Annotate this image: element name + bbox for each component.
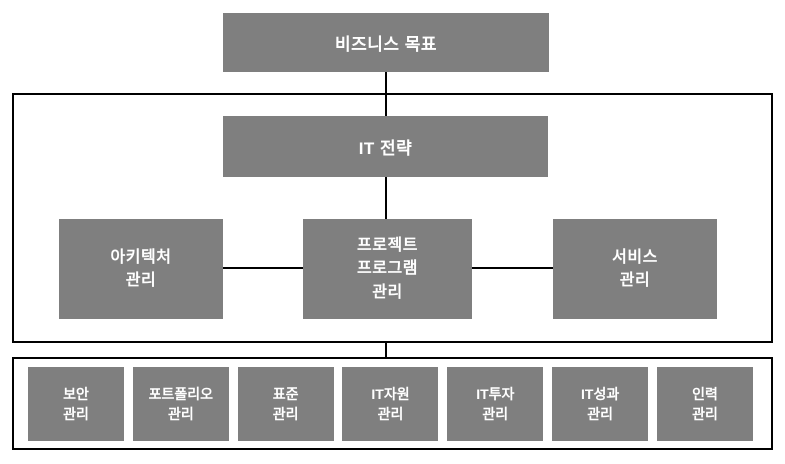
- connector-architecture-to-project: [222, 267, 306, 269]
- project-program-management-box: 프로젝트 프로그램 관리: [303, 219, 472, 319]
- it-resource-management-box: IT자원 관리: [342, 367, 439, 441]
- business-goal-box: 비즈니스 목표: [223, 13, 549, 72]
- operations-row: 보안 관리 포트폴리오 관리 표준 관리 IT자원 관리 IT투자 관리 IT성…: [28, 367, 753, 441]
- connector-strategy-to-project: [385, 177, 387, 219]
- security-management-box: 보안 관리: [28, 367, 124, 441]
- connector-project-to-service: [472, 267, 553, 269]
- service-management-box: 서비스 관리: [553, 219, 717, 319]
- connector-frame-to-operations: [385, 341, 387, 358]
- it-strategy-box: IT 전략: [223, 116, 548, 177]
- connector-goal-to-strategy: [385, 72, 387, 116]
- standards-management-box: 표준 관리: [237, 367, 334, 441]
- portfolio-management-box: 포트폴리오 관리: [132, 367, 229, 441]
- architecture-management-box: 아키텍처 관리: [59, 219, 223, 319]
- hr-management-box: 인력 관리: [656, 367, 753, 441]
- it-performance-management-box: IT성과 관리: [552, 367, 649, 441]
- it-investment-management-box: IT투자 관리: [447, 367, 544, 441]
